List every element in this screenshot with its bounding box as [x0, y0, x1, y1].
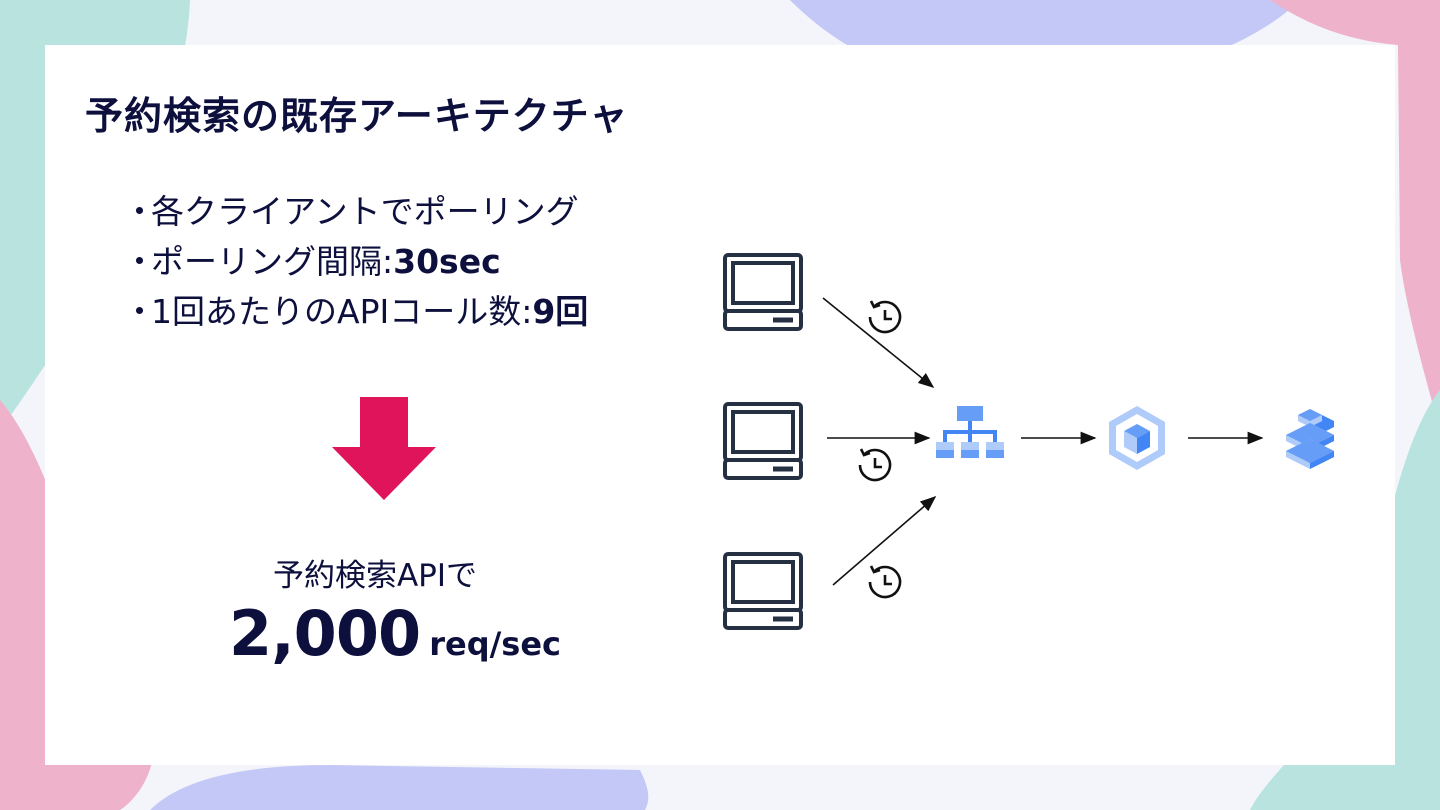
arrow-client3-to-lb — [832, 495, 937, 586]
slide-title: 予約検索の既存アーキテクチャ — [85, 94, 629, 138]
bullet-marker: ・ — [123, 192, 156, 231]
bullet-item: ・ 1回あたりのAPIコール数: 9回 — [123, 287, 588, 337]
bullet-text: ポーリング間隔: — [151, 242, 394, 281]
result-value: 2,000 req/sec — [195, 597, 595, 670]
bullet-emphasis: 9回 — [532, 292, 589, 331]
bullet-emphasis: 30sec — [393, 242, 501, 281]
database-icon — [1286, 409, 1334, 469]
slide-card: 予約検索の既存アーキテクチャ ・ 各クライアントでポーリング ・ ポーリング間隔… — [45, 45, 1395, 765]
bullet-item: ・ ポーリング間隔: 30sec — [123, 237, 588, 287]
bullet-text: 各クライアントでポーリング — [151, 192, 579, 231]
bullet-text: 1回あたりのAPIコール数: — [151, 292, 533, 331]
bg-blob-lavender-bottom — [150, 765, 649, 810]
result-number: 2,000 — [228, 597, 421, 670]
history-clock-icon — [868, 300, 902, 334]
bullet-item: ・ 各クライアントでポーリング — [123, 187, 588, 237]
computer-icon — [723, 552, 803, 630]
load-balancer-icon — [936, 406, 1004, 458]
computer-icon — [723, 402, 803, 480]
bullet-marker: ・ — [123, 292, 156, 331]
history-clock-icon — [858, 448, 892, 482]
result-unit: req/sec — [429, 625, 561, 663]
arrow-client1-to-lb — [822, 297, 935, 389]
compute-engine-icon — [1109, 406, 1165, 470]
bullet-list: ・ 各クライアントでポーリング ・ ポーリング間隔: 30sec ・ 1回あたり… — [123, 187, 588, 337]
architecture-diagram — [723, 253, 1334, 630]
computer-icon — [723, 253, 803, 331]
history-clock-icon — [868, 565, 902, 599]
result-label: 予約検索APIで — [272, 558, 478, 594]
bg-blob-pink-right — [1270, 0, 1440, 430]
bullet-marker: ・ — [123, 242, 156, 281]
down-arrow-icon — [332, 397, 436, 500]
